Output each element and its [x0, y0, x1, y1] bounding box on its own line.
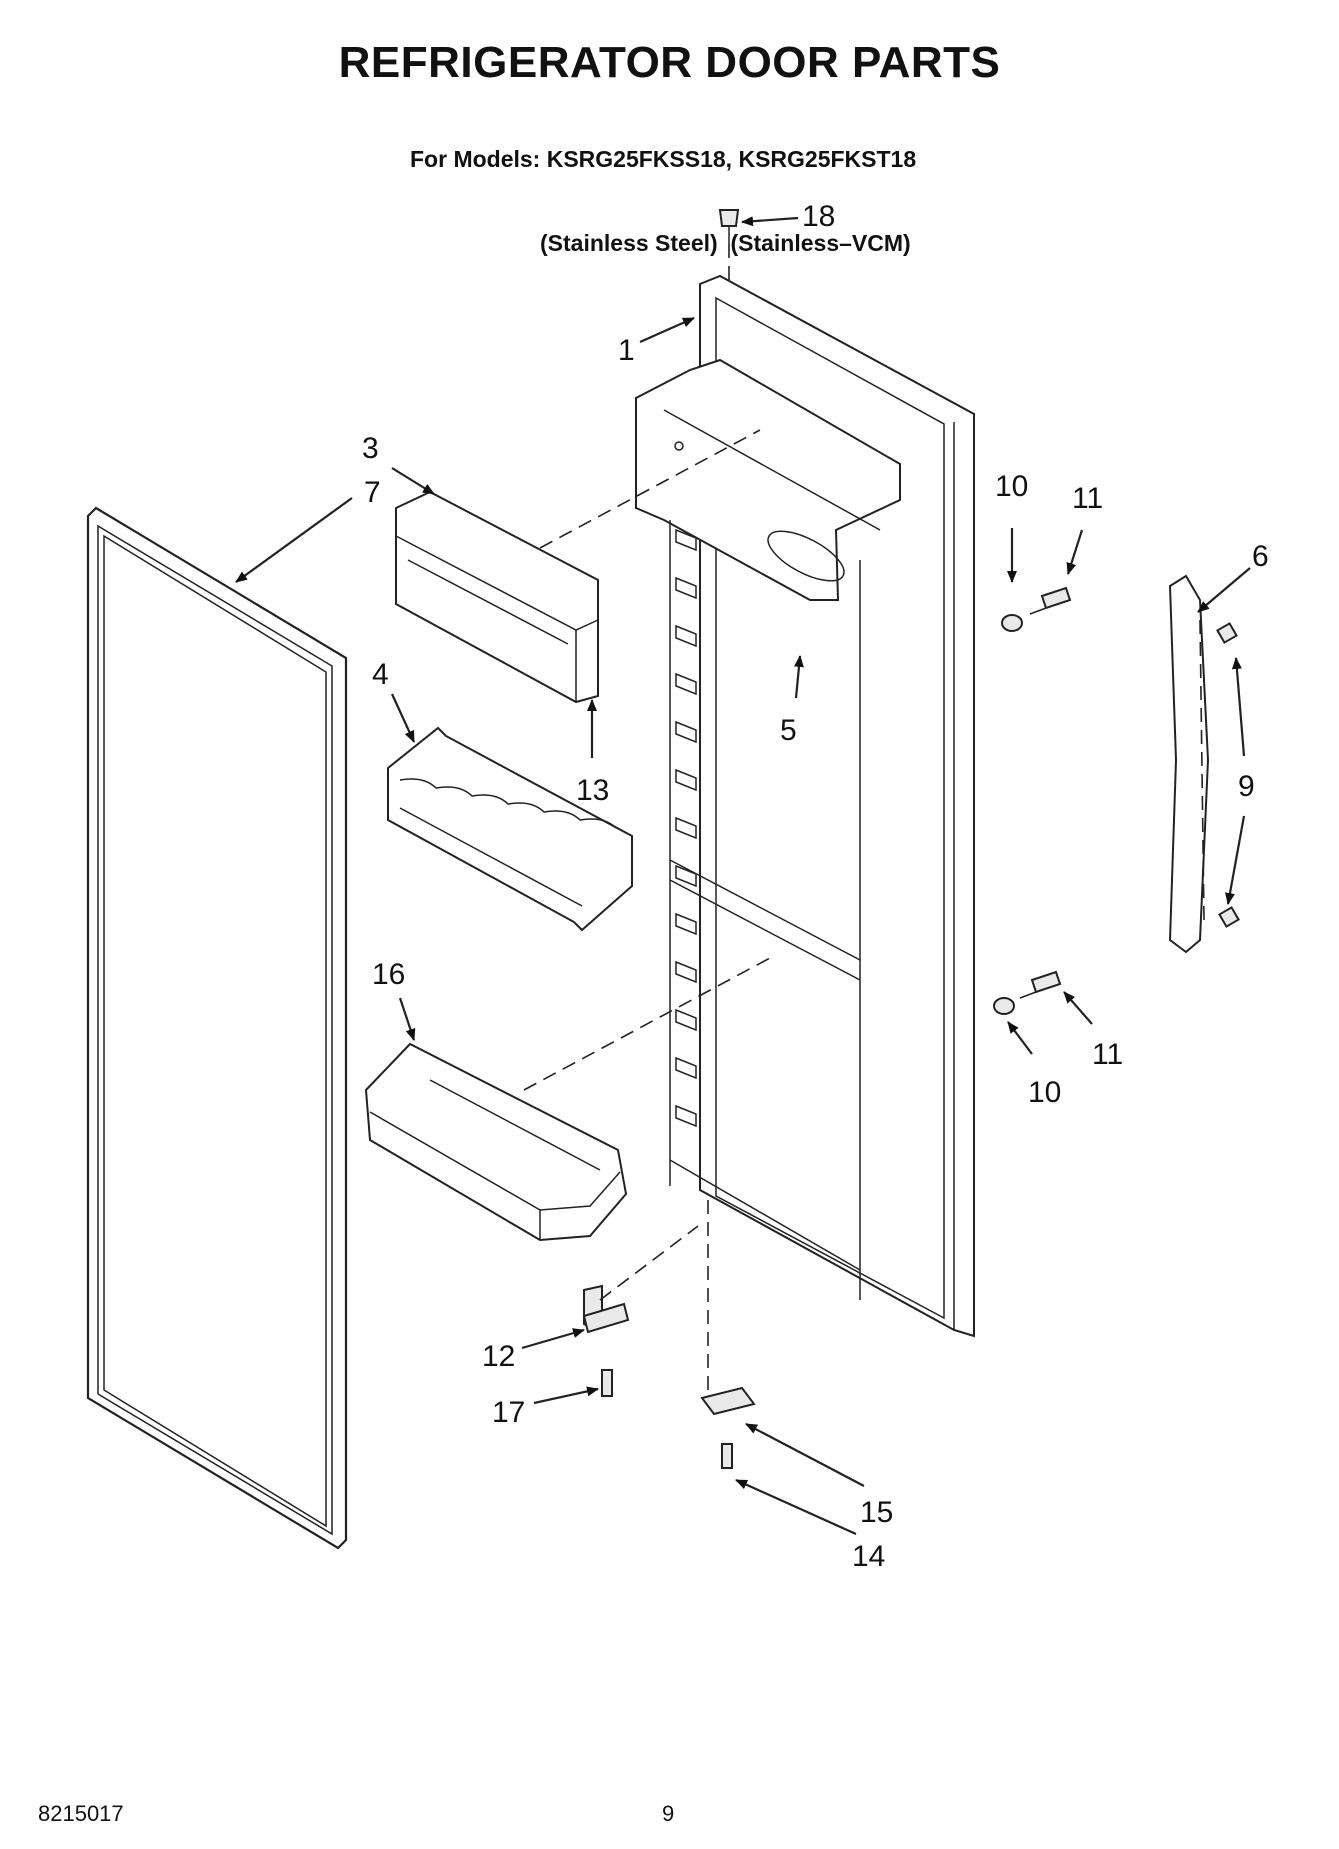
shelf-tray	[387, 726, 633, 932]
door-handle	[1168, 574, 1240, 954]
dairy-door	[395, 490, 599, 704]
callout-13: 13	[576, 774, 609, 807]
callout-10-upper: 10	[995, 470, 1028, 503]
callout-9: 9	[1238, 770, 1255, 803]
callout-18: 18	[802, 200, 835, 233]
hardware-parts	[582, 209, 1072, 1469]
door-liner	[635, 274, 975, 1338]
callout-4: 4	[372, 658, 389, 691]
callout-1: 1	[618, 334, 635, 367]
callout-6: 6	[1252, 540, 1269, 573]
callout-7: 7	[364, 476, 381, 509]
page-title: REFRIGERATOR DOOR PARTS	[338, 38, 1001, 87]
callout-17: 17	[492, 1396, 525, 1429]
door-bin	[364, 1042, 628, 1242]
callout-15: 15	[860, 1496, 893, 1529]
page-number: 9	[662, 1801, 675, 1826]
variants-line: (Stainless Steel) (Stainless–VCM)	[540, 230, 911, 256]
callout-11-lower: 11	[1092, 1038, 1123, 1071]
callout-3: 3	[362, 432, 379, 465]
callout-5: 5	[780, 714, 797, 747]
callout-14: 14	[852, 1540, 885, 1573]
callout-12: 12	[482, 1340, 515, 1373]
callout-arrows	[235, 216, 1251, 1536]
dashed-leaders	[523, 244, 771, 1390]
callout-labels: 18 1 3 7 10 11 6 4 13 5 9 16 11 10 12 17…	[362, 200, 1269, 1573]
models-line: For Models: KSRG25FKSS18, KSRG25FKST18	[410, 146, 917, 172]
model-subtitle: For Models: KSRG25FKSS18, KSRG25FKST18 (…	[410, 89, 916, 285]
door-gasket	[86, 506, 348, 1550]
callout-11-upper: 11	[1072, 482, 1103, 515]
document-number: 8215017	[38, 1801, 124, 1826]
callout-16: 16	[372, 958, 405, 991]
callout-10-lower: 10	[1028, 1076, 1061, 1109]
